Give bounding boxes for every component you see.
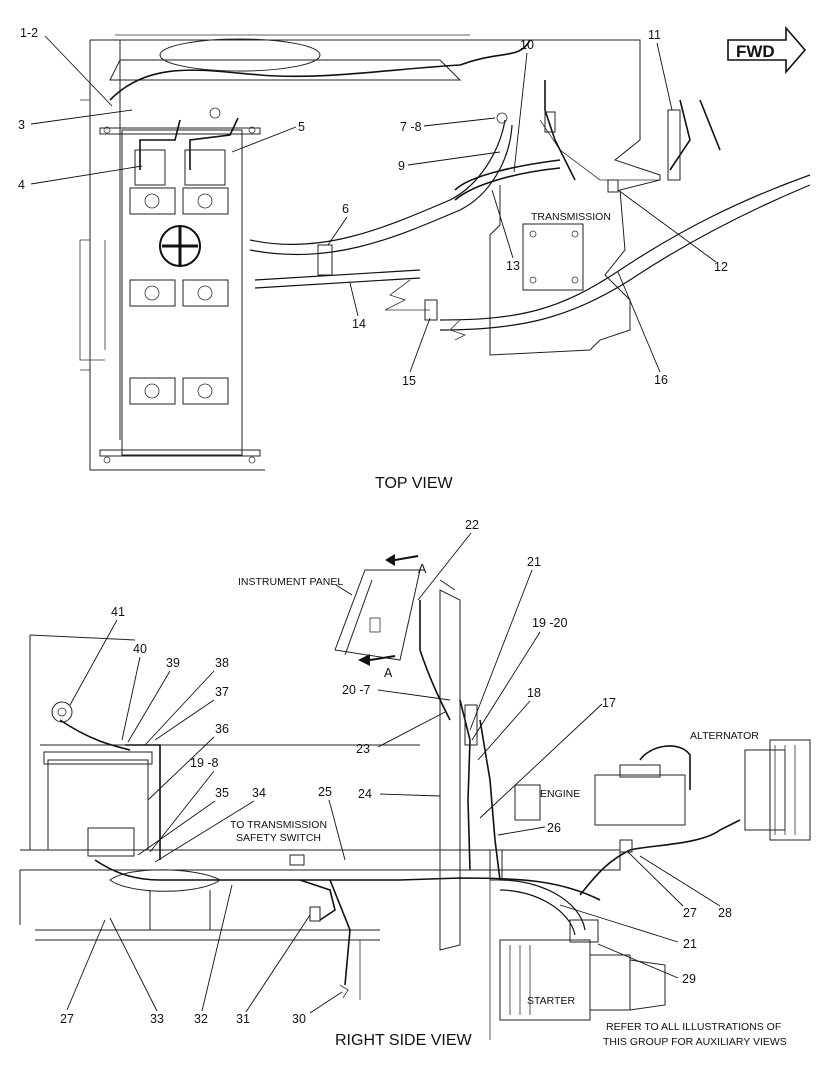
callout-13: 13 <box>506 259 520 273</box>
note-line-2: THIS GROUP FOR AUXILIARY VIEWS <box>603 1036 787 1048</box>
callout-11: 11 <box>648 28 661 42</box>
callout-40: 40 <box>133 642 147 656</box>
callout-32: 32 <box>194 1012 208 1026</box>
callout-38: 38 <box>215 656 229 670</box>
section-a-bottom: A <box>384 666 393 680</box>
callout-18: 18 <box>527 686 541 700</box>
side-view-callouts: 17 18 19 -20 19 -8 20 -7 21 21 22 23 24 … <box>60 518 732 1026</box>
callout-12: 12 <box>714 260 728 274</box>
callout-19-8: 19 -8 <box>190 756 219 770</box>
starter-label: STARTER <box>527 995 575 1007</box>
instrument-panel-label: INSTRUMENT PANEL <box>238 576 343 588</box>
callout-4: 4 <box>18 178 25 192</box>
callout-34: 34 <box>252 786 266 800</box>
callout-26: 26 <box>547 821 561 835</box>
callout-30: 30 <box>292 1012 306 1026</box>
fwd-arrow: FWD <box>727 25 807 75</box>
callout-6: 6 <box>342 202 349 216</box>
callout-24: 24 <box>358 787 372 801</box>
note-line-1: REFER TO ALL ILLUSTRATIONS OF <box>606 1021 781 1033</box>
callout-16: 16 <box>654 373 668 387</box>
callout-28: 28 <box>718 906 732 920</box>
callout-33: 33 <box>150 1012 164 1026</box>
side-view-title: RIGHT SIDE VIEW <box>335 1032 473 1049</box>
section-a-top: A <box>418 562 427 576</box>
callout-36: 36 <box>215 722 229 736</box>
instrument-panel-drawing <box>334 554 421 666</box>
callout-1-2: 1-2 <box>20 26 38 40</box>
callout-5: 5 <box>298 120 305 134</box>
callout-7-8: 7 -8 <box>400 120 422 134</box>
callout-14: 14 <box>352 317 366 331</box>
callout-21-top: 21 <box>527 555 541 569</box>
engine-label: ENGINE <box>540 788 580 800</box>
callout-39: 39 <box>166 656 180 670</box>
callout-31: 31 <box>236 1012 250 1026</box>
callout-3: 3 <box>18 118 25 132</box>
callout-22: 22 <box>465 518 479 532</box>
top-view-drawing <box>79 34 811 471</box>
fwd-label: FWD <box>736 42 775 61</box>
top-view-title: TOP VIEW <box>375 475 454 492</box>
callout-21-bottom: 21 <box>683 937 697 951</box>
side-view-labels: INSTRUMENT PANEL A A ALTERNATOR ENGINE S… <box>230 562 787 1049</box>
side-view-drawing <box>19 554 811 1040</box>
to-transmission-label: TO TRANSMISSION <box>230 819 327 831</box>
callout-15: 15 <box>402 374 416 388</box>
callout-37: 37 <box>215 685 229 699</box>
battery-cells-top <box>129 187 229 405</box>
callout-19-20: 19 -20 <box>532 616 567 630</box>
cat-logo <box>159 225 201 267</box>
callout-35: 35 <box>215 786 229 800</box>
callout-10: 10 <box>520 38 534 52</box>
alternator-label: ALTERNATOR <box>690 730 759 742</box>
safety-switch-label: SAFETY SWITCH <box>236 832 321 844</box>
callout-25: 25 <box>318 785 332 799</box>
transmission-label: TRANSMISSION <box>531 211 611 223</box>
callout-20-7: 20 -7 <box>342 683 371 697</box>
callout-17: 17 <box>602 696 616 710</box>
callout-27-left: 27 <box>60 1012 74 1026</box>
callout-29: 29 <box>682 972 696 986</box>
callout-23: 23 <box>356 742 370 756</box>
callout-9: 9 <box>398 159 405 173</box>
callout-41: 41 <box>111 605 125 619</box>
callout-27-right: 27 <box>683 906 697 920</box>
top-view-callouts: 1-2 3 4 5 6 7 -8 9 10 11 12 13 14 15 16 <box>18 26 728 388</box>
